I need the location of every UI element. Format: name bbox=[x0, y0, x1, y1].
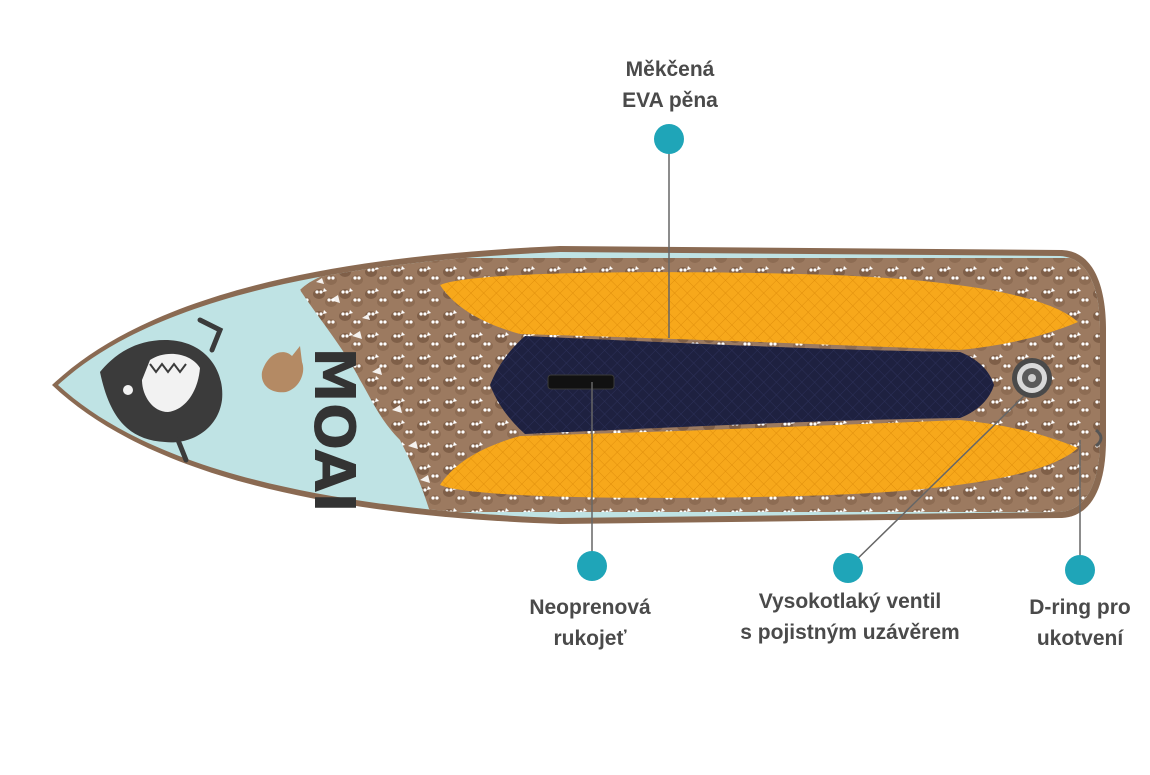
callout-label-line: rukojeť bbox=[553, 627, 627, 650]
callout-label-line: ukotvení bbox=[1036, 627, 1124, 650]
callout-label-line: Vysokotlaký ventil bbox=[758, 590, 942, 613]
deer-graphic bbox=[261, 346, 304, 393]
callout-label-line: EVA pěna bbox=[622, 89, 718, 112]
callout-label-line: s pojistným uzávěrem bbox=[740, 621, 960, 644]
leader-line-valve bbox=[847, 395, 1025, 569]
callout-dot-valve bbox=[833, 553, 863, 583]
monster-graphic bbox=[100, 317, 224, 463]
callout-dot-handle bbox=[577, 551, 607, 581]
callout-dot-foam bbox=[654, 124, 684, 154]
callout-label-line: D-ring pro bbox=[1029, 596, 1131, 619]
callout-label-valve: Vysokotlaký ventil s pojistným uzávěrem bbox=[700, 586, 1000, 648]
neoprene-handle bbox=[547, 374, 615, 390]
brand-text: MOAI bbox=[301, 347, 366, 513]
eva-pad-center bbox=[490, 336, 994, 434]
callout-label-dring: D-ring pro ukotvení bbox=[1010, 592, 1150, 654]
eva-pad-top bbox=[440, 272, 1078, 350]
valve-icon bbox=[1012, 358, 1052, 398]
eva-pad-bottom bbox=[440, 420, 1078, 498]
callout-label-handle: Neoprenová rukojeť bbox=[490, 592, 690, 654]
callout-label-foam: Měkčená EVA pěna bbox=[560, 54, 780, 116]
d-ring-icon bbox=[1095, 428, 1103, 448]
callout-label-line: Neoprenová bbox=[529, 596, 651, 619]
callout-label-line: Měkčená bbox=[625, 58, 715, 81]
callout-dot-dring bbox=[1065, 555, 1095, 585]
